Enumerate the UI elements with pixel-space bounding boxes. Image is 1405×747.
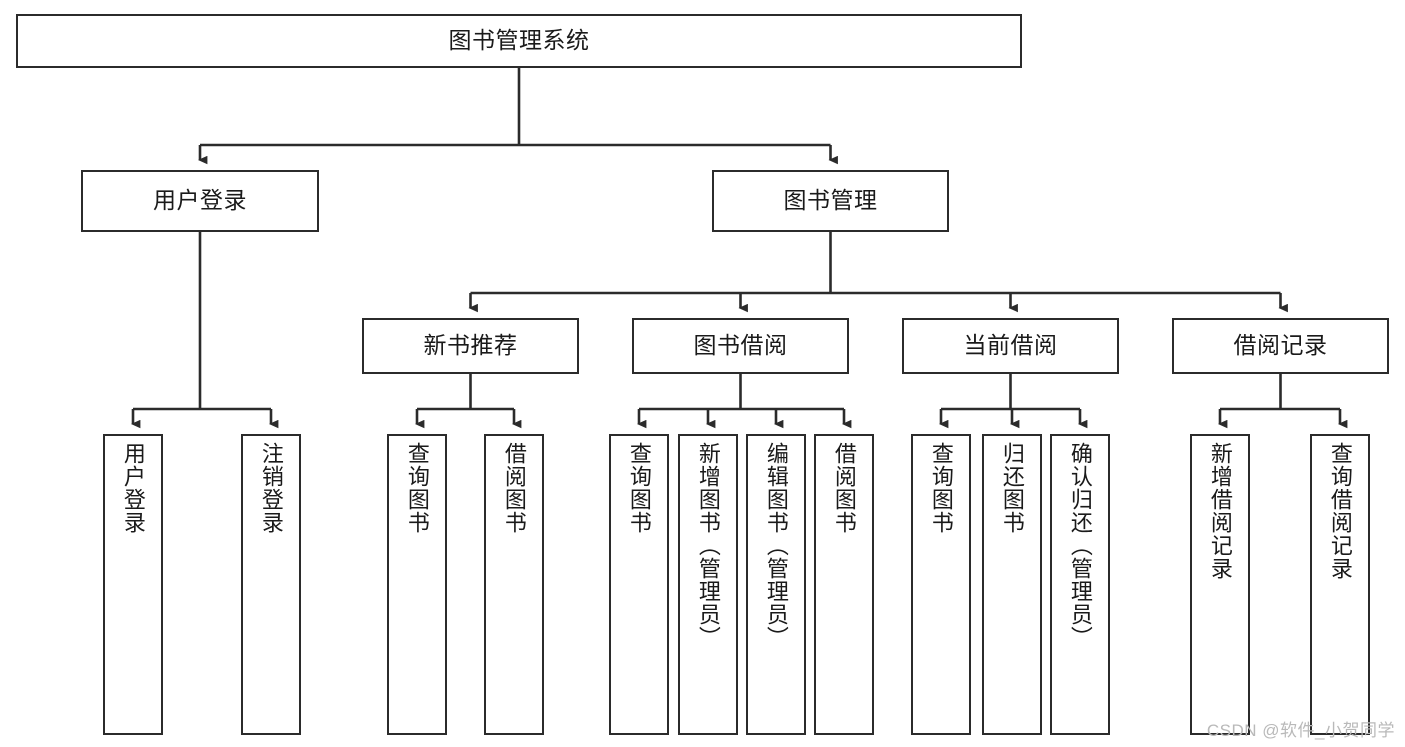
node-label: 当前借阅 <box>963 332 1058 359</box>
node-bookmgmt: 图书管理 <box>712 170 949 232</box>
node-records: 借阅记录 <box>1172 318 1389 374</box>
node-label: 新书推荐 <box>423 332 518 359</box>
node-leaf-borrow-book-2: 借阅图书 <box>814 434 874 735</box>
node-leaf-query-book-2: 查询图书 <box>609 434 669 735</box>
node-leaf-confirm-return: 确认归还（管理员） <box>1050 434 1110 735</box>
node-label: 新增图书（管理员） <box>695 442 721 649</box>
node-label: 查询图书 <box>626 442 652 534</box>
node-leaf-return-book: 归还图书 <box>982 434 1042 735</box>
node-login: 用户登录 <box>81 170 319 232</box>
node-leaf-logout: 注销登录 <box>241 434 301 735</box>
node-leaf-query-book-1: 查询图书 <box>387 434 447 735</box>
node-leaf-query-record: 查询借阅记录 <box>1310 434 1370 735</box>
node-label: 图书借阅 <box>693 332 788 359</box>
node-label: 归还图书 <box>999 442 1025 534</box>
node-leaf-edit-book: 编辑图书（管理员） <box>746 434 806 735</box>
node-label: 查询图书 <box>404 442 430 534</box>
node-label: 图书管理 <box>783 187 878 214</box>
node-label: 用户登录 <box>153 187 247 214</box>
node-leaf-add-book: 新增图书（管理员） <box>678 434 738 735</box>
node-label: 借阅图书 <box>831 442 857 534</box>
node-leaf-borrow-book-1: 借阅图书 <box>484 434 544 735</box>
node-root: 图书管理系统 <box>16 14 1022 68</box>
node-label: 编辑图书（管理员） <box>763 442 789 649</box>
node-label: 查询借阅记录 <box>1327 442 1353 580</box>
watermark-text: CSDN @软件_小贺同学 <box>1206 721 1395 740</box>
node-label: 用户登录 <box>120 442 146 534</box>
node-label: 查询图书 <box>928 442 954 534</box>
node-newbook: 新书推荐 <box>362 318 579 374</box>
node-label: 图书管理系统 <box>448 27 590 54</box>
node-label: 新增借阅记录 <box>1207 442 1233 580</box>
node-borrow: 图书借阅 <box>632 318 849 374</box>
node-label: 借阅图书 <box>501 442 527 534</box>
node-label: 借阅记录 <box>1233 332 1328 359</box>
node-current: 当前借阅 <box>902 318 1119 374</box>
node-leaf-query-book-3: 查询图书 <box>911 434 971 735</box>
node-leaf-add-record: 新增借阅记录 <box>1190 434 1250 735</box>
node-leaf-user-login: 用户登录 <box>103 434 163 735</box>
node-label: 注销登录 <box>258 442 284 534</box>
node-label: 确认归还（管理员） <box>1067 442 1093 649</box>
